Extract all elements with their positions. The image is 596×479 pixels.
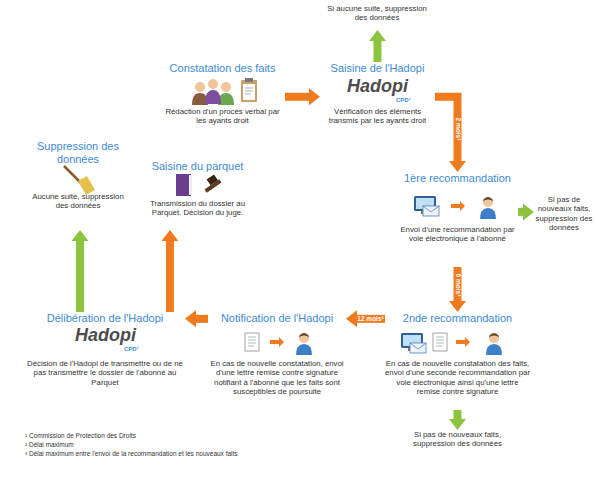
step-text: Envoi d'une recommandation par voie élec…: [397, 225, 518, 244]
step-text: Si pas de nouveaux faits, suppression de…: [410, 430, 505, 449]
step-heading: 1ère recommandation: [397, 172, 518, 185]
email-icon: [414, 196, 496, 219]
step-box: Suppression des donnéesAucune suite, sup…: [28, 140, 128, 230]
step-heading: Suppression des données: [28, 140, 128, 166]
outcome-note: Si aucune suite, suppression des données: [327, 4, 427, 30]
outcome-note: Si pas de nouveaux faits, suppression de…: [410, 430, 505, 456]
step-text: Décision de l'Hadopi de transmettre ou d…: [25, 359, 185, 387]
flow-arrow: [185, 310, 208, 327]
flow-arrow: [518, 203, 534, 220]
delay-label: 6 mois³: [454, 273, 462, 296]
outcome-note: Si pas de nouveaux faits, suppression de…: [534, 195, 594, 235]
step-box: 2nde recommandation En cas de nouvelle co…: [385, 312, 530, 410]
step-box: Notification de l'Hadopi En cas de nouvel…: [208, 312, 346, 410]
witness-icon: [192, 78, 257, 105]
flow-arrow: [369, 30, 386, 62]
letter-email-icon: [401, 333, 502, 355]
delay-label: 12 mois³: [357, 315, 383, 323]
step-text: Vérification des éléments transmis par l…: [320, 107, 435, 126]
delay-label: 2 mois²: [454, 118, 462, 141]
flow-arrow: [449, 410, 466, 430]
footnote: ² Délai maximum: [25, 441, 74, 448]
logo-subtext: CPD¹: [396, 97, 411, 104]
step-text: En cas de nouvelle constatation des fait…: [385, 359, 530, 397]
step-text: En cas de nouvelle constatation, envoi d…: [208, 359, 346, 397]
step-heading: 2nde recommandation: [385, 312, 530, 325]
logo-subtext: CPD¹: [124, 346, 139, 353]
step-box: Constatation des faitsRédaction d'un pro…: [160, 62, 285, 136]
step-heading: Saisine du parquet: [135, 160, 260, 173]
step-text: Si pas de nouveaux faits, suppression de…: [534, 195, 594, 233]
step-box: Saisine du parquetTransmission du dossie…: [135, 160, 260, 230]
flow-arrow: [346, 310, 385, 327]
flow-arrow: [435, 97, 466, 172]
footnote: ³ Délai maximum entre l'envoi de la reco…: [25, 450, 238, 457]
footnote: ¹ Commission de Protection des Droits: [25, 432, 136, 439]
step-text: Si aucune suite, suppression des données: [327, 4, 427, 23]
step-heading: Constatation des faits: [160, 62, 285, 75]
step-text: Aucune suite, suppression des données: [28, 192, 128, 211]
flow-arrow: [72, 230, 89, 312]
flow-arrow: [285, 88, 320, 105]
broom-icon: [64, 166, 95, 195]
logo-text: Hadopi: [347, 77, 408, 97]
logo-text: Hadopi: [75, 326, 136, 346]
flow-arrow: [161, 230, 178, 312]
step-heading: Délibération de l'Hadopi: [25, 312, 185, 325]
letter-icon: [245, 333, 312, 355]
court-icon: [176, 174, 222, 196]
step-text: Transmission du dossier au Parquet. Déci…: [135, 199, 260, 218]
step-text: Rédaction d'un procès verbal par les aya…: [160, 107, 285, 126]
step-heading: Saisine de l'Hadopi: [320, 62, 435, 75]
step-heading: Notification de l'Hadopi: [208, 312, 346, 325]
step-box: 1ère recommandationEnvoi d'une recommand…: [397, 172, 518, 267]
flow-arrow: [449, 267, 466, 312]
step-box: Saisine de l'HadopiVérification des élém…: [320, 62, 435, 136]
